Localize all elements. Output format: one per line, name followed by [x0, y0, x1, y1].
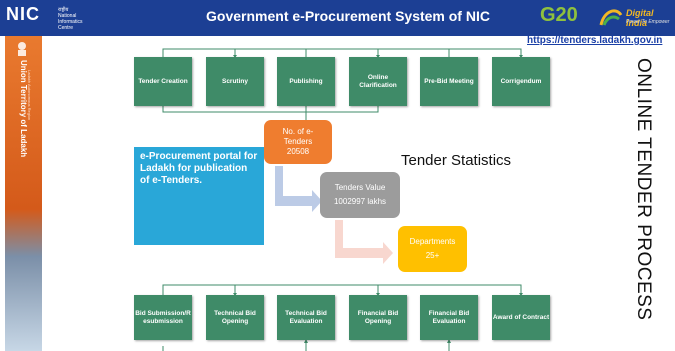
step-publishing: Publishing: [277, 57, 335, 106]
connector-line: [162, 48, 236, 57]
connector-line: [162, 284, 236, 295]
departments-label: Departments: [409, 237, 456, 246]
step-award-of-contract: Award of Contract: [492, 295, 550, 340]
national-emblem-icon: [18, 42, 26, 56]
ladakh-sidebar: [5, 36, 42, 351]
tenders-value-amount: 1002997 lakhs: [333, 197, 387, 206]
tenders-value-card: Tenders Value 1002997 lakhs: [320, 172, 400, 218]
nic-logo: NIC राष्ट्रीय National Informatics Centr…: [6, 4, 106, 31]
arrow-head: [233, 55, 237, 58]
nic-hindi-text: राष्ट्रीय: [58, 7, 69, 13]
nic-logo-caption: राष्ट्रीय National Informatics Centre: [58, 7, 82, 31]
arrow-head: [519, 293, 523, 296]
step-financial-bid-evaluation: Financial Bid Evaluation: [420, 295, 478, 340]
step-technical-bid-opening: Technical Bid Opening: [206, 295, 264, 340]
departments-card: Departments 25+: [398, 226, 467, 272]
portal-description: e-Procurement portal for Ladakh for publ…: [134, 147, 264, 245]
g20-logo: G20: [540, 4, 578, 26]
digital-india-icon: [599, 9, 623, 26]
nic-caption-line: National: [58, 13, 77, 19]
sidebar-title: Union Territory of Ladakh: [19, 60, 28, 158]
step-scrutiny: Scrutiny: [206, 57, 264, 106]
portal-url-link[interactable]: https://tenders.ladakh.gov.in: [527, 35, 663, 46]
sidebar-subtitle: Ladakh Autonomous Region: [27, 70, 32, 121]
nic-caption-line: Centre: [58, 25, 74, 31]
statistics-heading: Tender Statistics: [401, 152, 512, 169]
departments-value: 25+: [425, 251, 440, 260]
digital-india-tagline: Power To Empower: [626, 19, 670, 25]
nic-logo-text: NIC: [6, 4, 40, 24]
tenders-value-label: Tenders Value: [334, 183, 386, 192]
step-financial-bid-opening: Financial Bid Opening: [349, 295, 407, 340]
arrow-head: [376, 293, 380, 296]
arrow-head: [304, 339, 308, 343]
arrow-head: [519, 55, 523, 58]
tenders-count-card: No. of e-Tenders 20508: [264, 120, 332, 164]
digital-india-logo: Digital India: [626, 8, 654, 28]
step-tender-creation: Tender Creation: [134, 57, 192, 106]
arrow-head: [447, 339, 451, 343]
step-online-clarification: Online Clarification: [349, 57, 407, 106]
tenders-count-label: No. of e-Tenders: [282, 127, 314, 146]
nic-caption-line: Informatics: [58, 19, 83, 25]
connector-line: [377, 284, 522, 295]
arrow-head: [233, 293, 237, 296]
step-technical-bid-evaluation: Technical Bid Evaluation: [277, 295, 335, 340]
connector-line: [162, 106, 379, 113]
arrow-head: [376, 55, 380, 58]
header-banner: NIC राष्ट्रीय National Informatics Centr…: [0, 0, 675, 36]
banner-title: Government e-Procurement System of NIC: [206, 8, 490, 24]
tenders-count-value: 20508: [286, 147, 310, 156]
bent-arrow-pink: [335, 220, 393, 264]
step-pre-bid-meeting: Pre-Bid Meeting: [420, 57, 478, 106]
step-corrigendum: Corrigendum: [492, 57, 550, 106]
bent-arrow-blue: [275, 166, 322, 212]
connector-line: [234, 284, 379, 295]
process-title: ONLINE TENDER PROCESS: [633, 58, 654, 321]
step-bid-submission: Bid Submission/R esubmission: [134, 295, 192, 340]
